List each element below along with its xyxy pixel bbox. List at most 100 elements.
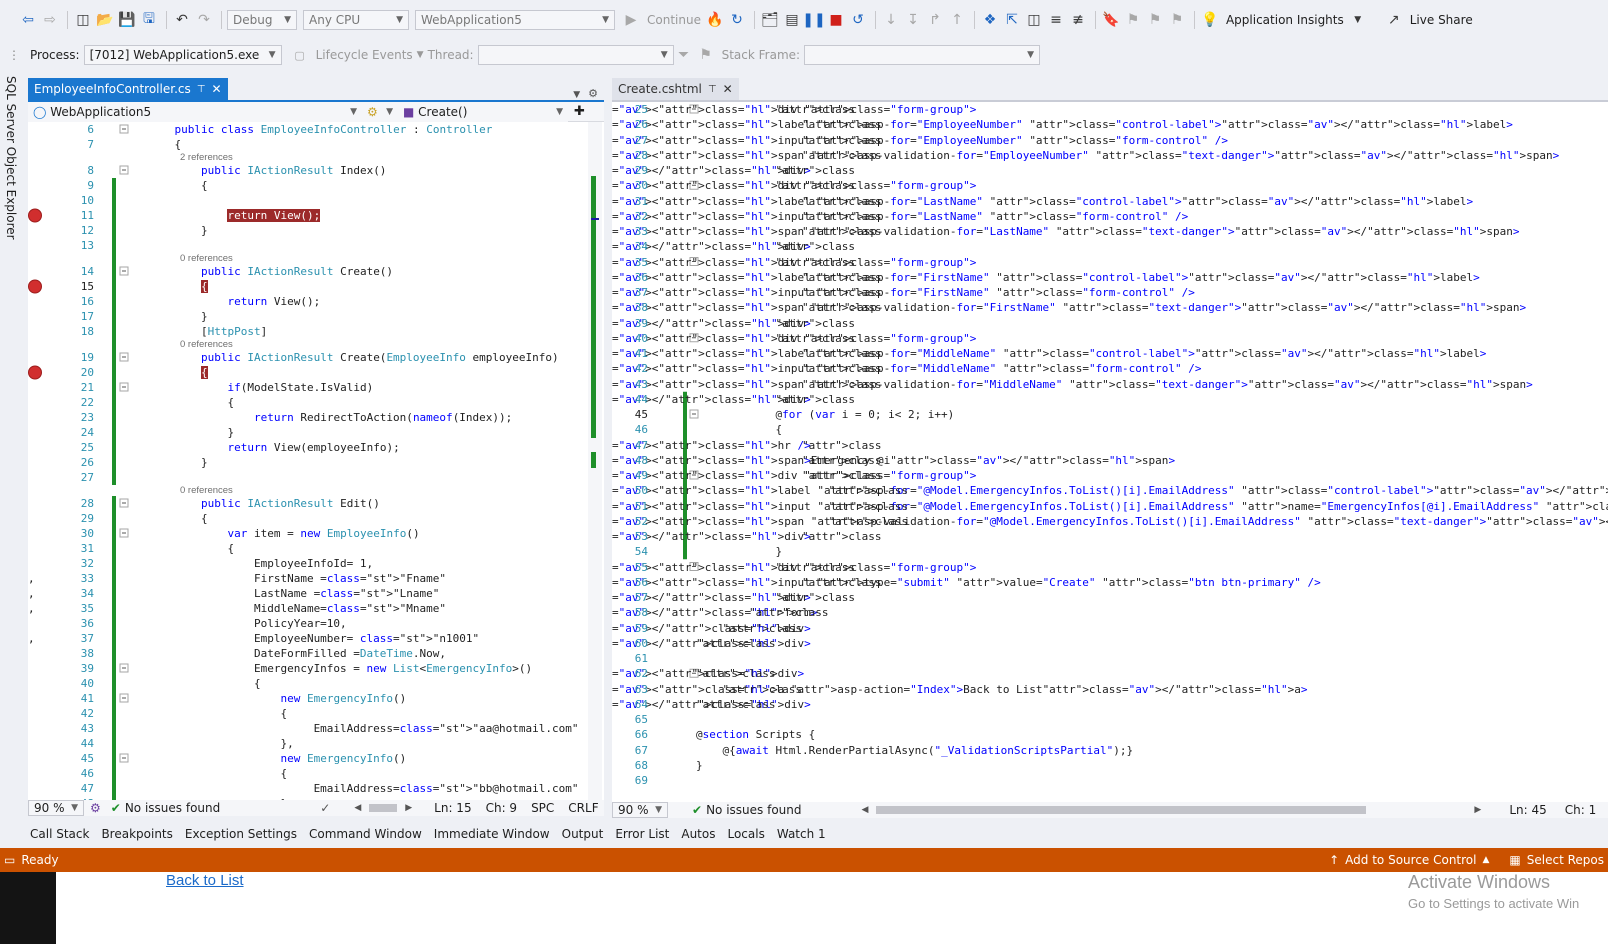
bookmark-icon[interactable]: 🔖 <box>1102 12 1120 28</box>
stack-frame-dropdown[interactable]: ▼ <box>804 45 1041 65</box>
tab-locals[interactable]: Locals <box>727 827 765 841</box>
config-dropdown[interactable]: Debug▼ <box>227 10 297 30</box>
filter-icon[interactable]: ⏷ <box>678 47 690 63</box>
right-zoom-dropdown[interactable]: 90 %▼ <box>612 802 668 818</box>
indent-icon[interactable]: ≡ <box>1050 12 1062 28</box>
code-lens[interactable]: 0 references <box>28 339 588 354</box>
open-folder-icon[interactable]: 📂 <box>96 12 114 28</box>
code-lens-text[interactable]: 0 references <box>180 339 233 350</box>
breakpoint-icon[interactable] <box>28 208 42 223</box>
step-back-icon[interactable]: ↑ <box>951 12 963 28</box>
tab-autos[interactable]: Autos <box>681 827 716 841</box>
redo-icon[interactable]: ↷ <box>198 12 210 28</box>
continue-button[interactable]: Continue <box>647 13 701 27</box>
tab-breakpoints[interactable]: Breakpoints <box>101 827 173 841</box>
issues-label[interactable]: No issues found <box>706 803 802 817</box>
member-dropdown[interactable]: ■ Create()▼ <box>398 101 568 122</box>
breakpoint-icon[interactable] <box>28 279 42 294</box>
live-share-button[interactable]: Live Share <box>1409 13 1473 27</box>
diagnostics-icon[interactable]: ❖ <box>983 12 997 28</box>
code-lens-text[interactable]: 2 references <box>180 152 233 163</box>
save-icon[interactable]: 💾 <box>118 12 136 28</box>
left-code-view[interactable]: 6 public class EmployeeInfoController : … <box>28 122 604 808</box>
app-insights-icon[interactable]: 💡 <box>1201 12 1219 28</box>
tab-call-stack[interactable]: Call Stack <box>30 827 90 841</box>
layout-icon[interactable]: ▤ <box>785 12 799 28</box>
attach-icon[interactable]: 🗂 <box>761 12 779 28</box>
next-bookmark-icon[interactable]: ⚑ <box>1148 12 1162 28</box>
left-hscroll-thumb[interactable] <box>369 804 398 812</box>
scroll-right-icon[interactable]: ▶ <box>405 803 413 813</box>
live-share-icon[interactable]: ↗ <box>1387 12 1400 28</box>
tab-employeeinfocontroller[interactable]: EmployeeInfoController.cs ⊤ ✕ <box>28 78 228 100</box>
startup-project-dropdown[interactable]: WebApplication5▼ <box>415 10 615 30</box>
tab-error-list[interactable]: Error List <box>615 827 670 841</box>
pin-icon[interactable]: ⊤ <box>196 83 206 95</box>
forward-icon[interactable]: ⇨ <box>44 12 56 28</box>
sql-server-object-explorer-tab[interactable]: SQL Server Object Explorer <box>4 76 18 240</box>
scroll-left-icon[interactable]: ◀ <box>861 805 869 815</box>
issues-label[interactable]: No issues found <box>124 801 221 815</box>
code-lens[interactable]: 0 references <box>28 485 588 500</box>
new-project-icon[interactable]: ◫ <box>76 12 90 28</box>
save-all-icon[interactable]: 🖫 <box>143 11 155 27</box>
char-indicator[interactable]: Ch: 1 <box>1564 803 1597 817</box>
left-vertical-scrollbar[interactable] <box>588 122 602 808</box>
tab-output[interactable]: Output <box>561 827 604 841</box>
stop-icon[interactable]: ■ <box>829 12 843 28</box>
step-into-icon[interactable]: ↓ <box>885 12 897 28</box>
code-lens-text[interactable]: 0 references <box>180 485 233 496</box>
line-ending-indicator[interactable]: CRLF <box>568 801 599 815</box>
undo-icon[interactable]: ↶ <box>176 12 188 28</box>
scroll-left-icon[interactable]: ◀ <box>354 803 362 813</box>
tab-immediate-window[interactable]: Immediate Window <box>433 827 550 841</box>
flag-icon[interactable]: ⚑ <box>699 47 712 63</box>
tab-dropdown-icon[interactable]: ▼ <box>573 90 581 100</box>
select-repo[interactable]: Select Repos <box>1526 853 1604 867</box>
tab-command-window[interactable]: Command Window <box>308 827 422 841</box>
intellicode-icon[interactable]: ⚙ <box>90 801 101 815</box>
platform-dropdown[interactable]: Any CPU▼ <box>303 10 409 30</box>
scroll-right-icon[interactable]: ▶ <box>1474 805 1482 815</box>
tab-watch-1[interactable]: Watch 1 <box>776 827 826 841</box>
split-icon[interactable]: ◫ <box>1027 12 1041 28</box>
code-lens-text[interactable]: 0 references <box>180 253 233 264</box>
close-icon[interactable]: ✕ <box>211 82 222 96</box>
pointer-icon[interactable]: ⇱ <box>1006 12 1018 28</box>
step-out-icon[interactable]: ↱ <box>929 12 941 28</box>
back-to-list-link[interactable]: Back to List <box>166 872 244 889</box>
split-editor-icon[interactable]: ✚ <box>574 104 585 119</box>
char-indicator[interactable]: Ch: 9 <box>485 801 518 815</box>
tab-create-cshtml[interactable]: Create.cshtml ⊤ ✕ <box>612 78 739 100</box>
line-indicator[interactable]: Ln: 45 <box>1509 803 1547 817</box>
tab-exception-settings[interactable]: Exception Settings <box>184 827 297 841</box>
right-hscroll-thumb[interactable] <box>876 806 1367 814</box>
gear-icon[interactable]: ⚙ <box>588 87 598 100</box>
back-icon[interactable]: ⇦ <box>22 12 34 28</box>
chevron-up-icon[interactable]: ▲ <box>1482 855 1490 865</box>
project-dropdown[interactable]: ◯ WebApplication5▼ <box>28 101 362 122</box>
line-indicator[interactable]: Ln: 15 <box>434 801 472 815</box>
process-dropdown[interactable]: [7012] WebApplication5.exe▼ <box>83 45 282 65</box>
pause-icon[interactable]: ❚❚ <box>802 12 826 28</box>
pin-icon[interactable]: ⊤ <box>707 83 717 95</box>
code-lens[interactable]: 0 references <box>28 253 588 268</box>
clear-bookmark-icon[interactable]: ⚑ <box>1170 12 1184 28</box>
thread-dropdown[interactable]: ▼ <box>477 45 674 65</box>
code-lens[interactable]: 2 references <box>28 152 588 167</box>
left-zoom-dropdown[interactable]: 90 %▼ <box>28 800 84 816</box>
chevron-down-icon[interactable]: ▼ <box>1354 15 1362 25</box>
restart-debug-icon[interactable]: ↺ <box>852 12 864 28</box>
app-insights-button[interactable]: Application Insights <box>1225 13 1344 27</box>
close-icon[interactable]: ✕ <box>722 82 733 96</box>
restart-icon[interactable]: ↻ <box>731 12 743 28</box>
step-over-icon[interactable]: ↧ <box>907 12 919 28</box>
right-code-view[interactable]: 25 "attr">class="av"><"attr">class="hl">… <box>612 102 1608 802</box>
type-dropdown[interactable]: ⚙▼ <box>362 101 398 122</box>
brush-icon[interactable]: ✓ <box>320 801 331 815</box>
continue-icon[interactable]: ▶ <box>625 12 637 28</box>
breakpoint-icon[interactable] <box>28 365 42 380</box>
outdent-icon[interactable]: ≢ <box>1072 12 1084 28</box>
prev-bookmark-icon[interactable]: ⚑ <box>1126 12 1140 28</box>
whitespace-indicator[interactable]: SPC <box>531 801 555 815</box>
